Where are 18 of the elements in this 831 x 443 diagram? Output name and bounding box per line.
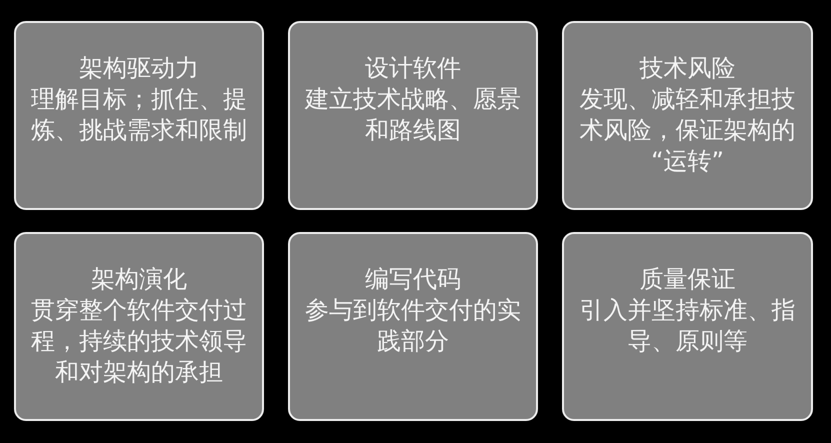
box-description: 建立技术战略、愿景和路线图 <box>304 84 522 146</box>
box-heading: 质量保证 <box>640 264 736 295</box>
rounded-box <box>288 232 538 421</box>
rounded-box <box>288 21 538 210</box>
box-description: 贯穿整个软件交付过程，持续的技术领导和对架构的承担 <box>30 295 248 388</box>
box-heading: 技术风险 <box>640 53 736 84</box>
box-heading: 架构驱动力 <box>79 53 199 84</box>
box-description: 理解目标；抓住、提炼、挑战需求和限制 <box>30 84 248 146</box>
rounded-box <box>562 232 813 421</box>
box-heading: 编写代码 <box>365 264 461 295</box>
box-description: 引入并坚持标准、指导、原则等 <box>578 295 796 357</box>
rounded-box <box>562 21 813 210</box>
box-heading: 架构演化 <box>91 264 187 295</box>
box-description: 发现、减轻和承担技术风险，保证架构的“运转” <box>578 84 796 177</box>
rounded-box <box>14 21 264 210</box>
rounded-box <box>14 232 264 421</box>
box-description: 参与到软件交付的实践部分 <box>304 295 522 357</box>
box-heading: 设计软件 <box>365 53 461 84</box>
